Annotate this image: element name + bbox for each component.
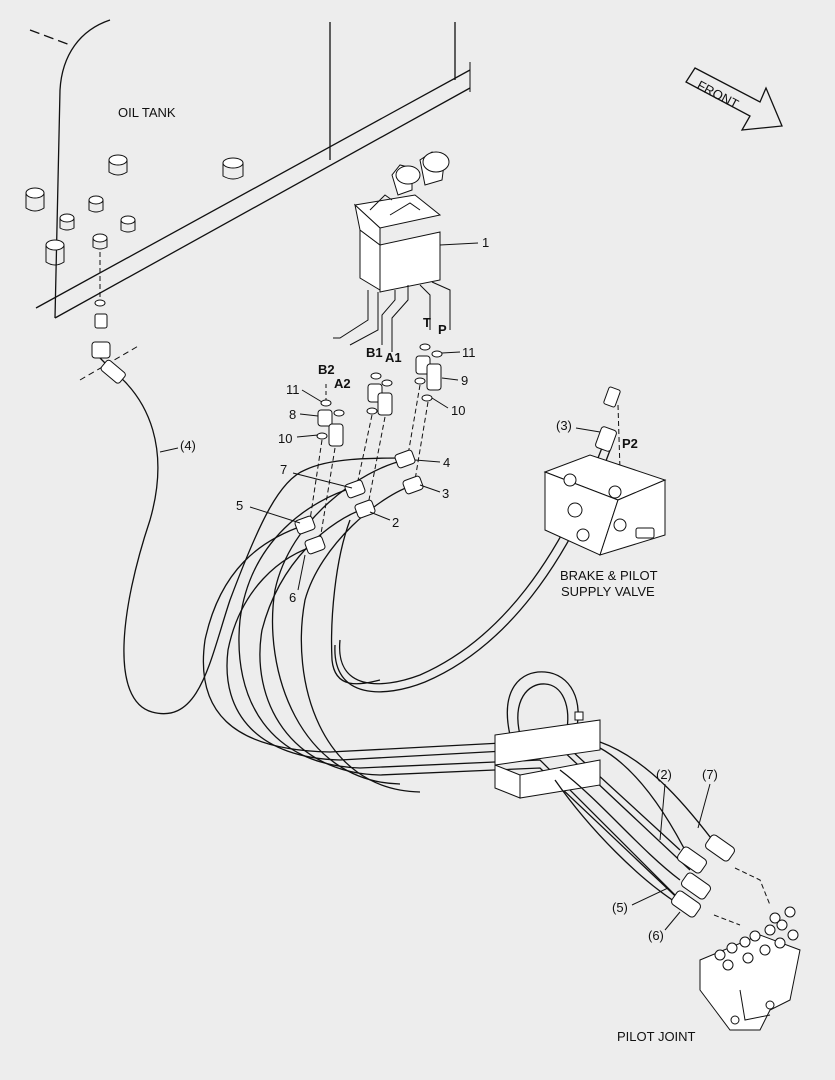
pilot-valve: [333, 151, 479, 352]
tank-bolt: [25, 187, 45, 212]
callout-p4: (4): [180, 438, 196, 453]
brake-valve-label-line1: BRAKE & PILOT: [560, 568, 658, 583]
callout-6: 6: [289, 590, 296, 605]
lower-hoses: [554, 741, 735, 918]
callout-p5: (5): [612, 900, 628, 915]
tank-bolt: [59, 213, 75, 231]
tank-bolt: [92, 233, 108, 250]
hose-4: [99, 357, 406, 715]
tank-bolt: [45, 239, 65, 266]
callout-p7: (7): [702, 767, 718, 782]
callout-p3: (3): [556, 418, 572, 433]
callout-9: 9: [461, 373, 468, 388]
pilot-joint-fittings: [714, 906, 799, 971]
port-label-a2: A2: [334, 376, 351, 391]
pilot-joint-label: PILOT JOINT: [617, 1029, 696, 1044]
hose-clamp-bracket: [494, 671, 601, 799]
callout-p2: (2): [656, 767, 672, 782]
oil-tank-label: OIL TANK: [118, 105, 176, 120]
callout-7: 7: [280, 462, 287, 477]
pilot-joint: [699, 867, 801, 1031]
callout-10-right: 10: [451, 403, 465, 418]
hose-end-fittings: [294, 449, 424, 555]
port-label-b2: B2: [318, 362, 335, 377]
tank-bolt: [120, 215, 136, 233]
callout-8: 8: [289, 407, 296, 422]
tank-bolt: [108, 154, 128, 176]
port-label-p: P: [438, 322, 447, 337]
callout-2: 2: [392, 515, 399, 530]
brake-valve-label-line2: SUPPLY VALVE: [561, 584, 655, 599]
callout-5: 5: [236, 498, 243, 513]
brake-pilot-supply-valve: [543, 454, 667, 556]
port-label-a1: A1: [385, 350, 402, 365]
port-label-t: T: [423, 315, 431, 330]
callout-10-left: 10: [278, 431, 292, 446]
callout-11-right: 11: [462, 345, 476, 360]
callout-11-left: 11: [286, 382, 300, 397]
tank-bolt: [222, 157, 244, 180]
callout-p6: (6): [648, 928, 664, 943]
front-label: FRONT: [695, 77, 742, 111]
tank-fitting: [91, 313, 111, 359]
front-arrow-icon: FRONT: [685, 67, 783, 131]
port-fittings: [309, 343, 443, 541]
port-label-b1: B1: [366, 345, 383, 360]
port-label-p2: P2: [622, 436, 638, 451]
callout-4: 4: [443, 455, 450, 470]
callout-1: 1: [482, 235, 489, 250]
callout-3: 3: [442, 486, 449, 501]
tank-bolt: [88, 195, 104, 213]
oil-tank: [25, 19, 471, 381]
